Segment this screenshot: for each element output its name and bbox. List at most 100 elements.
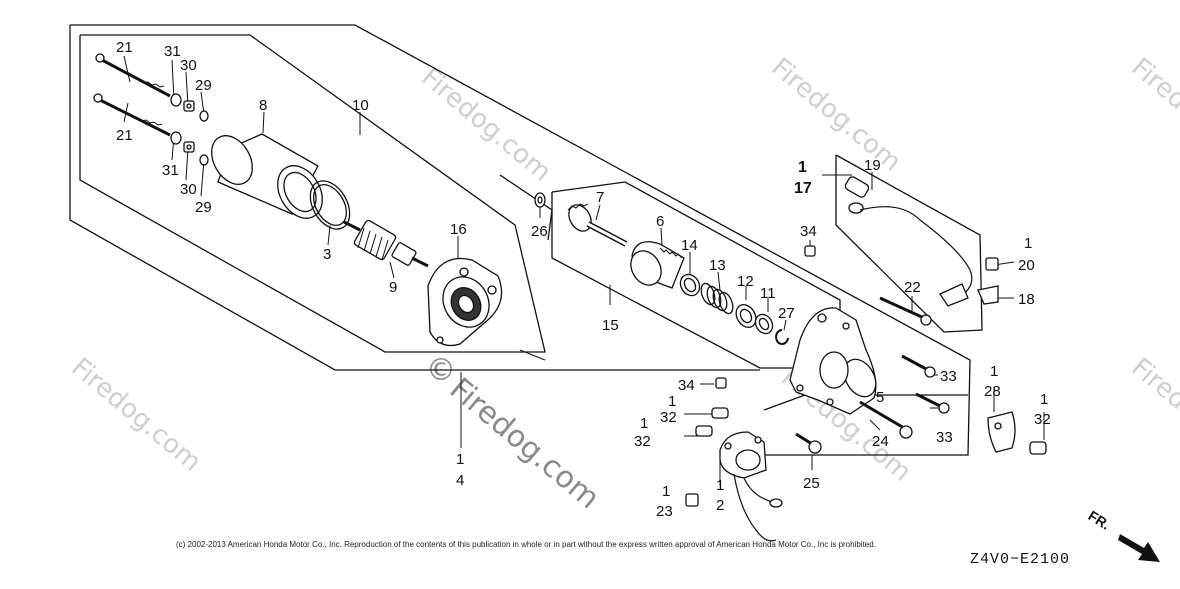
callout-27: 27 [778, 305, 795, 322]
part-13-spring [700, 282, 734, 315]
callout-21: 21 [116, 39, 133, 56]
part-27-circlip [775, 329, 789, 345]
part-7-pinion-shaft [567, 203, 628, 247]
callout-4: 4 [456, 472, 464, 489]
part-32-bolt-right [1029, 441, 1047, 455]
callout-1: 1 [456, 451, 464, 468]
part-2-solenoid [719, 431, 783, 542]
callout-23: 23 [656, 503, 673, 520]
diagram-code: Z4V0−E2100 [970, 551, 1071, 568]
callout-20: 20 [1018, 257, 1035, 274]
callout-25: 25 [803, 475, 820, 492]
callout-2: 2 [716, 497, 724, 514]
callout-19: 19 [864, 157, 881, 174]
part-3-o-ring [309, 180, 351, 230]
part-28-cover [987, 411, 1016, 453]
callout-8: 8 [259, 97, 267, 114]
assembly-17-outline [835, 154, 983, 333]
callout-33: 33 [936, 429, 953, 446]
callout-9: 9 [389, 279, 397, 296]
callout-6: 6 [656, 213, 664, 230]
part-11-washer [754, 313, 774, 335]
part-illustrations [93, 53, 1047, 542]
callout-7: 7 [596, 189, 604, 206]
callout-28: 28 [984, 383, 1001, 400]
part-26-washer [534, 192, 546, 208]
watermark-text-main: Firedog.com [443, 371, 606, 516]
callout-10: 10 [352, 97, 369, 114]
assembly-4-outline [70, 24, 971, 456]
part-6-overrunning-clutch [630, 241, 685, 289]
callout-15: 15 [602, 317, 619, 334]
callout-33: 33 [940, 368, 957, 385]
watermark-text: Firedog.com [66, 352, 207, 477]
callout-1: 1 [716, 477, 724, 494]
callout-22: 22 [904, 279, 921, 296]
callout-5: 5 [876, 389, 884, 406]
assembly-10-outline [79, 34, 546, 353]
part-25-bolt [795, 432, 822, 454]
callout-1: 1 [1040, 391, 1048, 408]
part-14-washer [679, 273, 701, 297]
part-24-bolt [859, 400, 913, 439]
callout-1: 1 [990, 363, 998, 380]
part-32-bolt-upper [711, 407, 729, 419]
assembly-4-outline-left [69, 25, 760, 371]
callout-1: 1 [798, 159, 807, 176]
part-22-bolt [879, 296, 932, 326]
part-9-armature [343, 219, 429, 268]
front-direction-arrow [1118, 534, 1160, 562]
part-21-bolt-upper [95, 53, 171, 98]
callout-29: 29 [195, 199, 212, 216]
part-8-yoke-housing [211, 133, 323, 219]
callout-1: 1 [640, 415, 648, 432]
callout-32: 32 [660, 409, 677, 426]
part-31-washer-upper [170, 93, 182, 107]
callout-14: 14 [681, 237, 698, 254]
part-30-washer-upper [183, 100, 195, 112]
part-30-washer-lower [183, 141, 195, 153]
callout-1: 1 [668, 393, 676, 410]
part-29-washer-upper [199, 110, 209, 122]
callout-1: 1 [1024, 235, 1032, 252]
callout-21: 21 [116, 127, 133, 144]
callout-13: 13 [709, 257, 726, 274]
part-29-washer-lower [199, 154, 209, 166]
part-32-bolt-lower [695, 425, 713, 437]
callout-34: 34 [678, 377, 695, 394]
part-21-bolt-lower [93, 93, 171, 137]
part-20-nut [985, 257, 999, 271]
callout-24: 24 [872, 433, 889, 450]
part-18-terminal [977, 285, 999, 305]
callout-16: 16 [450, 221, 467, 238]
callout-11: 11 [760, 285, 776, 302]
callout-1: 1 [662, 483, 670, 500]
assembly-15-outline [551, 181, 841, 369]
callout-31: 31 [162, 162, 179, 179]
callout-31: 31 [164, 43, 181, 60]
callout-18: 18 [1018, 291, 1035, 308]
part-31-washer-lower [170, 131, 182, 145]
callout-32: 32 [634, 433, 651, 450]
part-16-end-cover [427, 257, 503, 347]
callout-30: 30 [180, 57, 197, 74]
part-23-nut [685, 493, 699, 507]
part-34-cap-upper [804, 245, 816, 257]
part-34-cap-lower [715, 377, 727, 389]
callout-12: 12 [737, 273, 754, 290]
callout-3: 3 [323, 246, 331, 263]
callout-29: 29 [195, 77, 212, 94]
part-12-washer [735, 304, 757, 328]
callout-26: 26 [531, 223, 548, 240]
callout-numbers: 21 31 30 29 21 31 30 29 8 10 3 9 16 26 7… [116, 39, 1051, 520]
watermark-text: Firedog.com [1126, 52, 1180, 177]
callout-30: 30 [180, 181, 197, 198]
part-5-front-bracket [789, 307, 877, 415]
callout-32: 32 [1034, 411, 1051, 428]
part-17-cable-assembly [844, 176, 973, 307]
part-33-bolt-upper [901, 354, 936, 378]
copyright-notice: (c) 2002-2013 American Honda Motor Co., … [176, 540, 876, 549]
callout-34: 34 [800, 223, 817, 240]
